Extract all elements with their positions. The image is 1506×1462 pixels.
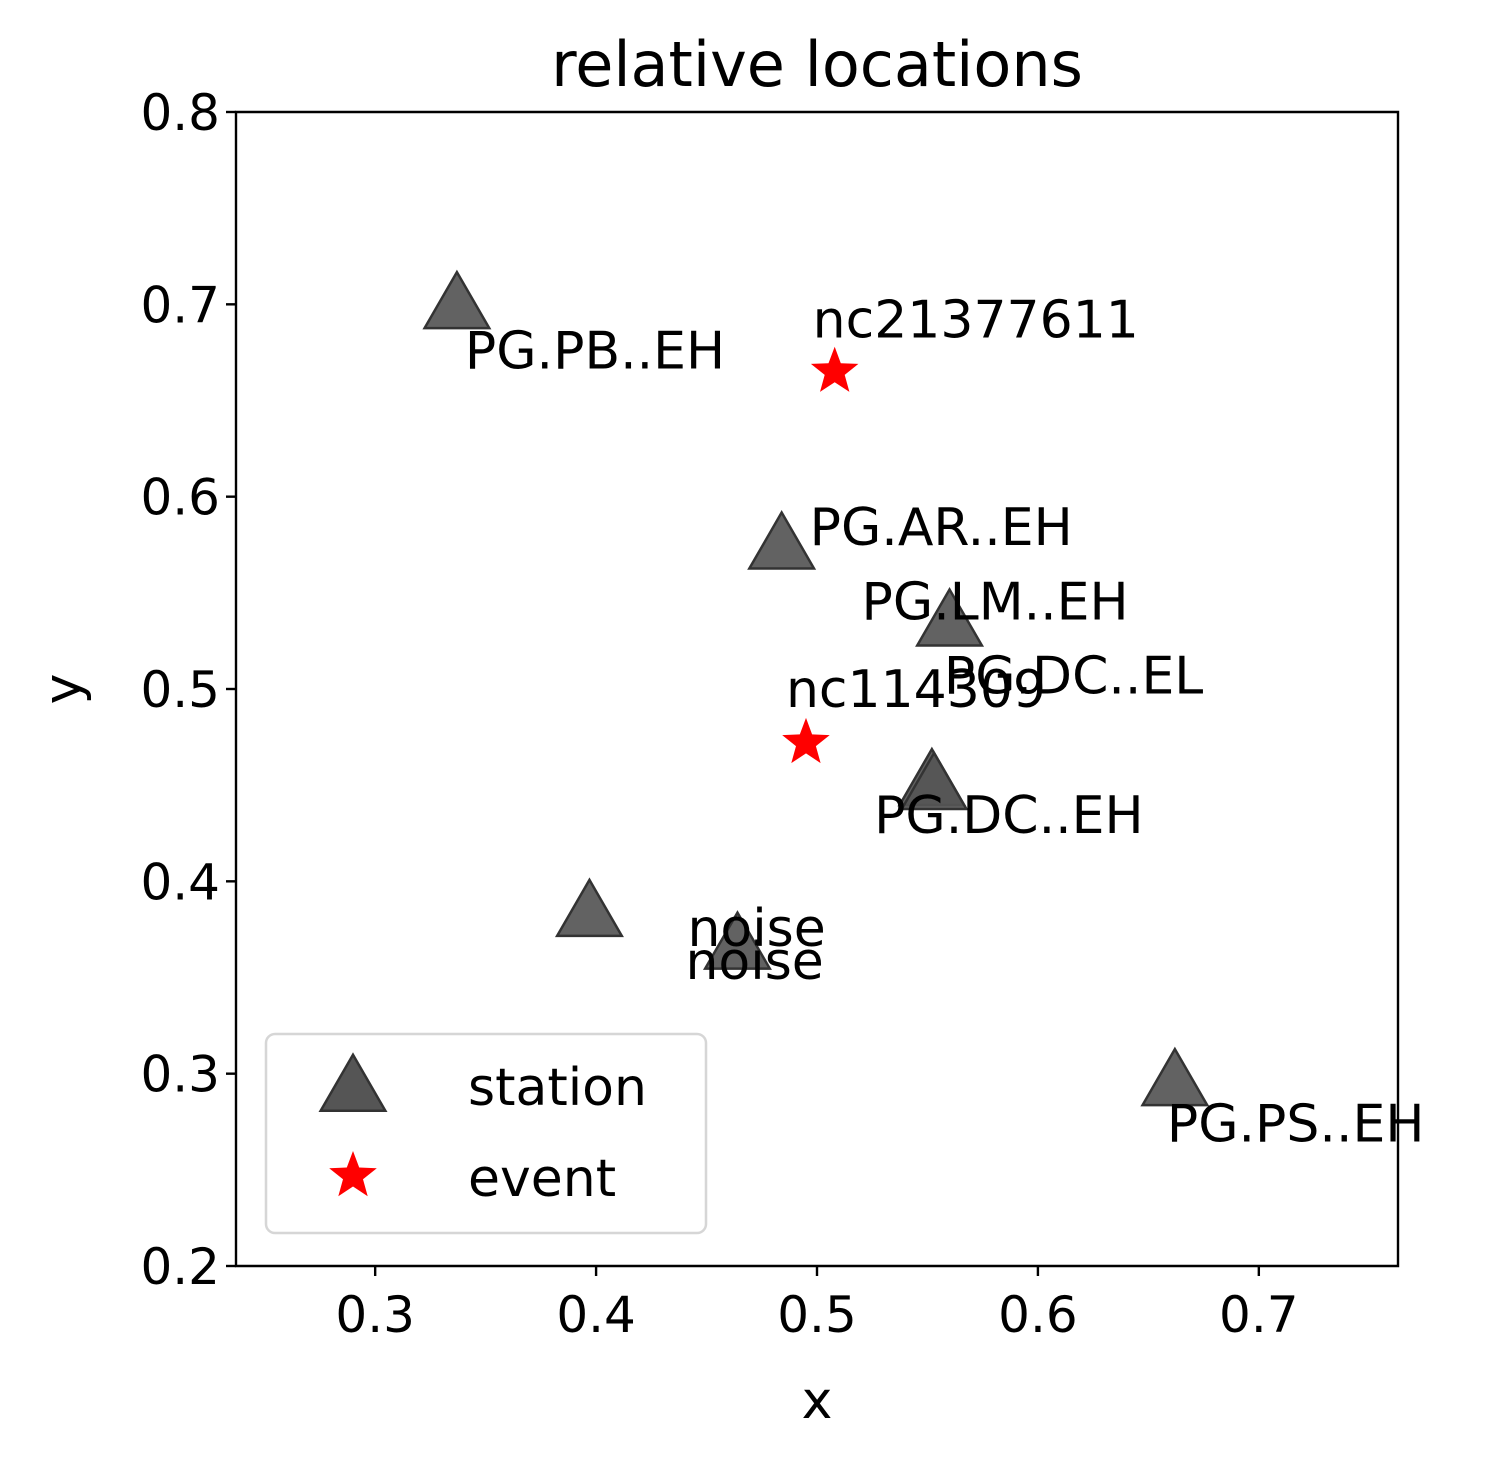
station-label: PG.PS..EH — [1167, 1094, 1425, 1154]
point-labels: PG.PB..EH PG.AR..EH PG.LM..EH PG.DC..EL PG.D… — [465, 291, 1425, 1155]
y-tick-label: 0.2 — [140, 1238, 220, 1296]
data-markers — [422, 269, 1210, 1107]
station-marker — [899, 750, 969, 811]
legend: station event — [264, 1032, 708, 1235]
y-tick-label: 0.3 — [140, 1046, 220, 1104]
y-tick-label: 0.8 — [140, 84, 220, 142]
x-axis-label: x — [802, 1371, 833, 1431]
x-tick-label: 0.3 — [335, 1286, 415, 1344]
chart-title: relative locations — [551, 28, 1083, 101]
station-marker — [747, 510, 817, 570]
event-label: nc21377611 — [813, 291, 1139, 351]
station-marker — [702, 910, 772, 970]
y-tick-label: 0.4 — [140, 853, 220, 911]
x-tick-label: 0.7 — [1219, 1286, 1299, 1344]
x-tick-label: 0.5 — [777, 1286, 857, 1344]
y-tick-label: 0.5 — [140, 661, 220, 719]
y-tick-label: 0.7 — [140, 276, 220, 334]
station-marker — [554, 877, 624, 938]
event-marker — [782, 717, 830, 764]
station-label: PG.LM..EH — [862, 573, 1129, 633]
legend-label: station — [468, 1058, 647, 1118]
legend-label: event — [468, 1149, 616, 1209]
station-label: noise — [685, 932, 823, 992]
station-label: PG.PB..EH — [465, 321, 725, 381]
legend-station-icon — [318, 1052, 388, 1113]
station-marker — [422, 269, 492, 330]
y-tick-label: 0.6 — [140, 469, 220, 527]
legend-box — [264, 1032, 708, 1235]
y-axis-label: y — [33, 674, 93, 705]
station-label: PG.DC..EL — [944, 646, 1203, 706]
station-label: PG.DC..EH — [874, 786, 1144, 846]
plot-frame — [234, 110, 1400, 1268]
x-tick-label: 0.4 — [556, 1286, 636, 1344]
legend-event-icon — [329, 1151, 377, 1197]
event-label: nc114309 — [786, 660, 1046, 720]
x-tick-label: 0.6 — [998, 1286, 1078, 1344]
event-marker — [810, 346, 859, 392]
station-label: PG.AR..EH — [810, 498, 1073, 558]
station-marker — [1140, 1046, 1210, 1107]
axis-ticks: 0.3 0.4 0.5 0.6 0.7 0.2 0.3 0.4 0.5 0.6 0.7 0.8 — [140, 84, 1298, 1344]
station-marker — [915, 586, 985, 647]
station-label: noise — [687, 899, 825, 959]
